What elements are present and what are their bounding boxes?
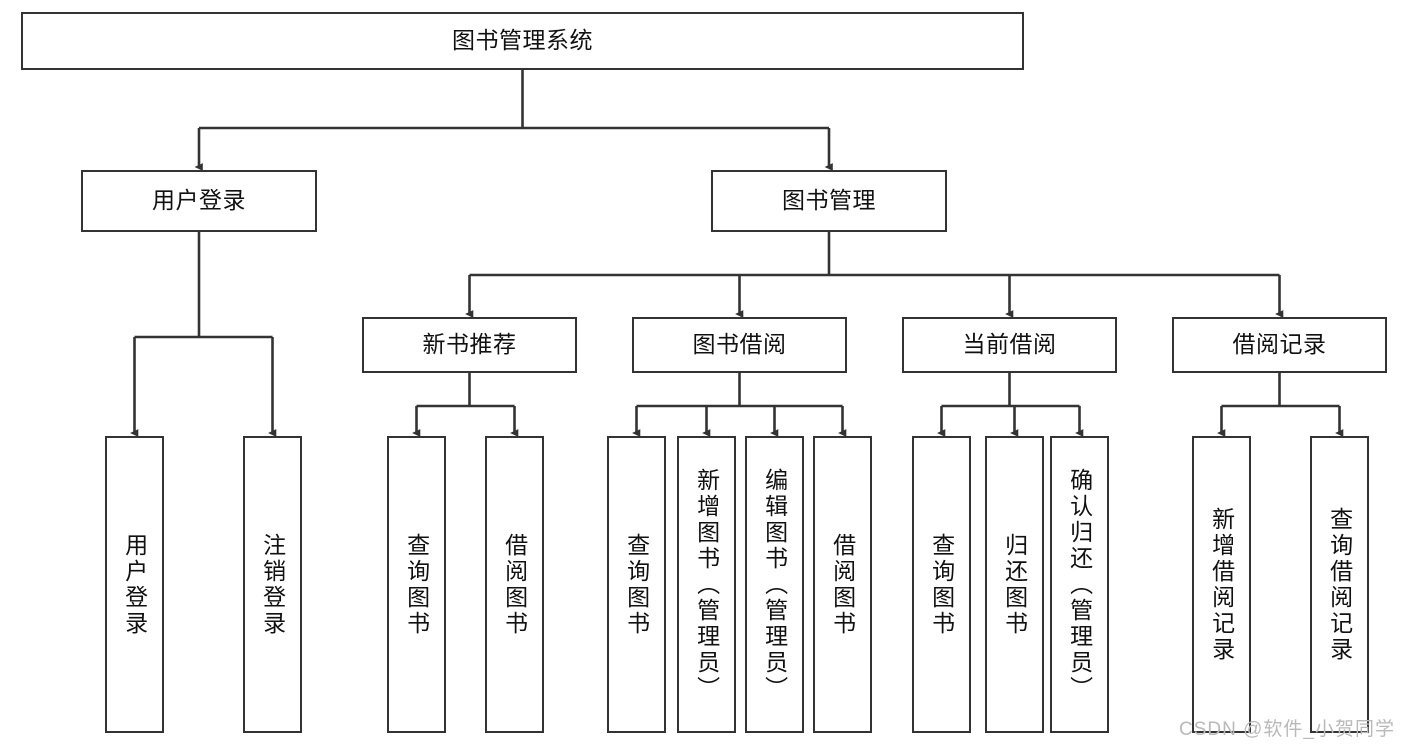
node-label: 图书管理系统 [452,27,593,54]
node-leaf-return-book-cb[interactable]: 归还图书 [985,436,1044,733]
node-root[interactable]: 图书管理系统 [21,12,1024,70]
node-leaf-user-logout[interactable]: 注销登录 [243,436,302,733]
node-label: 查询图书 [623,532,650,637]
node-label: 借阅记录 [1232,331,1327,358]
node-new-book-recommend[interactable]: 新书推荐 [362,317,577,373]
node-borrow-record[interactable]: 借阅记录 [1172,317,1387,373]
node-leaf-borrow-book-bb[interactable]: 借阅图书 [813,436,872,733]
node-user-login[interactable]: 用户登录 [81,170,317,232]
node-label: 新书推荐 [422,331,517,358]
node-label: 图书借阅 [692,331,787,358]
node-leaf-add-book-bb[interactable]: 新增图书（管理员） [677,436,736,733]
node-label: 新增图书（管理员） [693,467,720,702]
node-current-borrow[interactable]: 当前借阅 [902,317,1117,373]
node-label: 借阅图书 [829,532,856,637]
node-book-manage[interactable]: 图书管理 [711,170,947,232]
node-label: 查询图书 [928,532,955,637]
node-label: 图书管理 [782,187,876,214]
node-label: 查询图书 [403,532,430,637]
node-label: 确认归还（管理员） [1066,467,1093,702]
node-label: 借阅图书 [501,532,528,637]
node-leaf-edit-book-bb[interactable]: 编辑图书（管理员） [745,436,804,733]
node-label: 归还图书 [1001,532,1028,637]
node-label: 注销登录 [259,532,286,637]
node-leaf-query-book-nbr[interactable]: 查询图书 [387,436,446,733]
connector-lines [130,70,1344,437]
node-leaf-query-book-cb[interactable]: 查询图书 [912,436,971,733]
node-leaf-query-record-br[interactable]: 查询借阅记录 [1310,436,1369,733]
node-book-borrow[interactable]: 图书借阅 [632,317,847,373]
node-label: 新增借阅记录 [1208,506,1235,663]
node-label: 当前借阅 [962,331,1057,358]
node-label: 用户登录 [121,532,148,637]
node-leaf-add-record-br[interactable]: 新增借阅记录 [1192,436,1251,733]
node-label: 用户登录 [152,187,246,214]
node-leaf-user-login[interactable]: 用户登录 [105,436,164,733]
node-leaf-query-book-bb[interactable]: 查询图书 [607,436,666,733]
node-leaf-confirm-return-cb[interactable]: 确认归还（管理员） [1050,436,1109,733]
node-label: 查询借阅记录 [1326,506,1353,663]
node-label: 编辑图书（管理员） [761,467,788,702]
node-leaf-borrow-book-nbr[interactable]: 借阅图书 [485,436,544,733]
